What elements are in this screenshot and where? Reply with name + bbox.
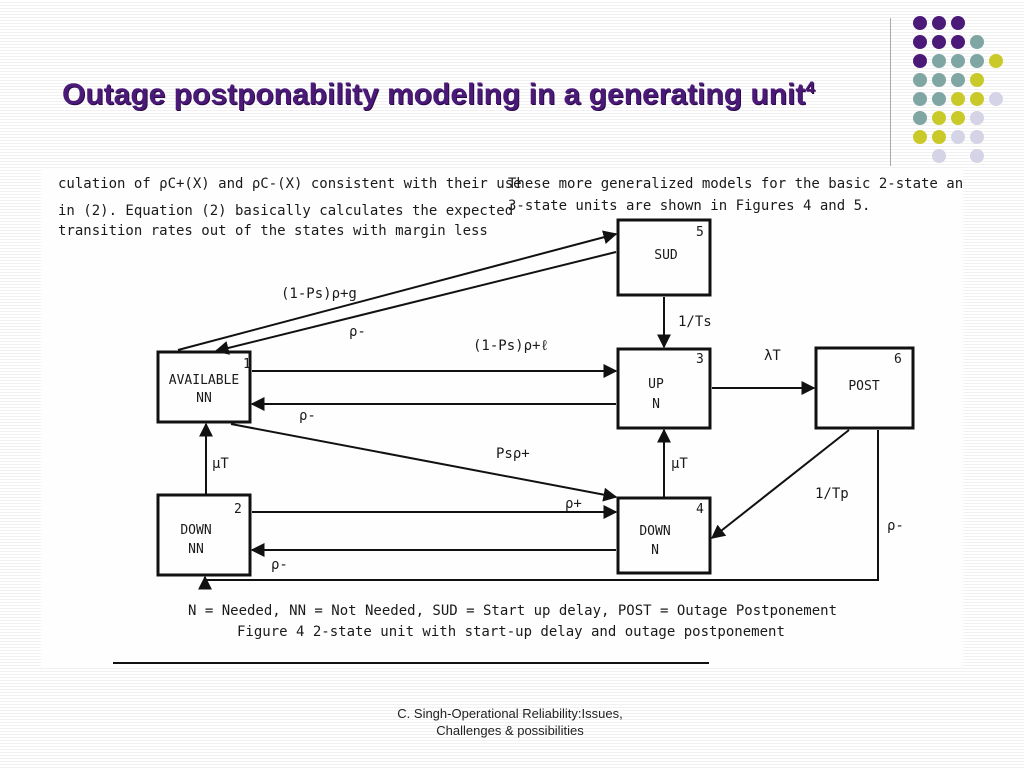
state-4-down-n: 4 DOWN N [616,496,712,575]
footer-line-2: Challenges & possibilities [436,723,584,738]
rate-2-to-4: ρ+ [565,496,582,512]
state-5-sud: 5 SUD [616,218,712,297]
rate-5-to-1: ρ- [349,324,366,340]
rate-1-to-5: (1-Ps)ρ+g [281,286,357,302]
dot-row-3 [913,54,1003,68]
state-4-label: DOWN [639,524,670,539]
state-6-post: 6 POST [814,346,915,430]
slide-title-text: Outage postponability modeling in a gene… [62,78,806,111]
rate-6-to-2: ρ- [887,518,904,534]
arrow-6-to-4 [710,429,850,539]
arrow-6-to-2 [198,430,879,590]
dot-row-8 [932,149,984,163]
state-diagram-figure: culation of ρC+(X) and ρC-(X) consistent… [41,168,963,666]
dot-row-4 [913,73,984,87]
vertical-divider [890,18,891,166]
rate-3-to-6: λT [764,348,781,364]
state-4-number: 4 [696,502,704,517]
rate-1-to-3: (1-Ps)ρ+ℓ [473,338,549,354]
dot-row-2 [913,35,984,49]
paper-text-right-1: These more generalized models for the ba… [508,176,963,192]
state-2-down-nn: 2 DOWN NN [156,493,252,577]
paper-text-left-1: culation of ρC+(X) and ρC-(X) consistent… [58,176,522,192]
paper-text-left-3: transition rates out of the states with … [58,223,488,239]
state-2-sublabel: NN [188,542,204,557]
dot-row-7 [913,130,984,144]
dot-row-1 [913,16,965,30]
rate-6-to-4: 1/Tp [815,486,849,502]
state-6-number: 6 [894,352,902,367]
state-diagram: culation of ρC+(X) and ρC-(X) consistent… [58,176,963,664]
slide-title-superscript: 4 [805,78,815,97]
paper-text-left-2: in (2). Equation (2) basically calculate… [58,203,513,219]
rate-3-to-1: ρ- [299,408,316,424]
state-1-available-nn: 1 AVAILABLE NN [156,350,252,424]
state-1-sublabel: NN [196,391,212,406]
state-2-number: 2 [234,502,242,517]
state-5-label: SUD [654,248,678,263]
arrow-1-to-5 [177,230,618,351]
slide-footer: C. Singh-Operational Reliability:Issues,… [360,705,660,739]
state-3-label: UP [648,377,664,392]
arrow-1-to-4 [230,423,618,502]
state-6-label: POST [848,379,879,394]
rate-1-to-4: Psρ+ [496,446,530,462]
state-2-label: DOWN [180,523,211,538]
rate-4-to-3: μT [671,456,688,472]
state-4-sublabel: N [651,543,659,558]
state-1-label: AVAILABLE [169,373,239,388]
state-3-sublabel: N [652,397,660,412]
paper-text-right-2: 3-state units are shown in Figures 4 and… [508,198,870,214]
dot-row-5 [913,92,1003,106]
footer-line-1: C. Singh-Operational Reliability:Issues, [397,706,623,721]
figure-caption: Figure 4 2-state unit with start-up dela… [237,624,785,640]
state-3-up-n: 3 UP N [616,347,712,430]
rate-4-to-2: ρ- [271,557,288,573]
slide-title: Outage postponability modeling in a gene… [62,78,815,112]
state-5-number: 5 [696,225,704,240]
state-1-number: 1 [243,357,251,372]
transition-arrows [177,230,879,590]
arrow-5-to-1 [214,251,617,355]
dot-row-6 [913,111,984,125]
decorative-dot-grid [913,16,1003,163]
figure-legend: N = Needed, NN = Not Needed, SUD = Start… [188,603,837,619]
state-3-number: 3 [696,352,704,367]
rate-2-to-1: μT [212,456,229,472]
rate-5-to-3: 1/Ts [678,314,712,330]
